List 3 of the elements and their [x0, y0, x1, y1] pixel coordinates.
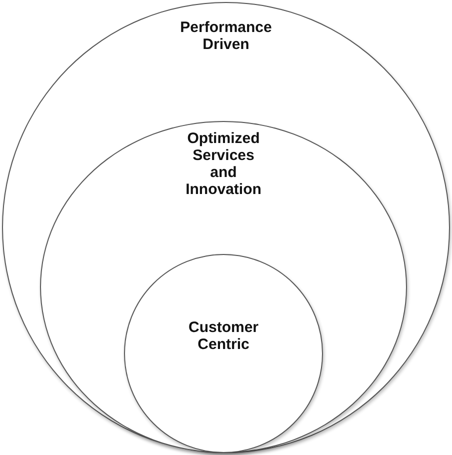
circle-label: Customer Centric — [187, 319, 260, 353]
circle-label: Performance Driven — [179, 19, 273, 53]
circle-label: Optimized Services and Innovation — [184, 130, 262, 198]
